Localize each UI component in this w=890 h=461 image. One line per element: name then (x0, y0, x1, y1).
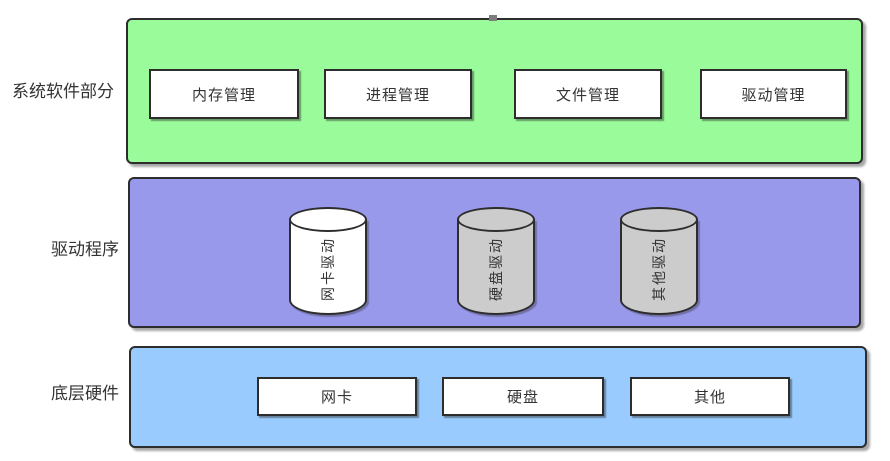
label-driver-program: 驱动程序 (51, 240, 119, 260)
cylinder-network-card-driver: 网卡驱动 (289, 207, 367, 315)
cylinder-top (457, 207, 535, 232)
label-underlying-hardware: 底层硬件 (51, 384, 119, 404)
box-hard-disk: 硬盘 (442, 377, 604, 416)
cylinder-hard-disk-driver: 硬盘驱动 (457, 207, 535, 315)
cylinder-label-wrap: 网卡驱动 (289, 223, 367, 315)
cylinder-body (457, 219, 535, 315)
cylinder-body (620, 219, 698, 315)
box-label: 其他 (693, 388, 726, 406)
box-driver-management: 驱动管理 (700, 69, 847, 119)
layer-underlying-hardware: 网卡 硬盘 其他 (129, 346, 867, 448)
layer-drivers: 网卡驱动 硬盘驱动 其他驱动 (128, 177, 861, 328)
cylinder-top (620, 207, 698, 232)
box-label: 网卡 (320, 388, 353, 406)
box-label: 硬盘 (506, 388, 539, 406)
connector-stub-icon (489, 15, 497, 21)
box-network-card: 网卡 (257, 377, 417, 416)
layer-system-software: 内存管理 进程管理 文件管理 驱动管理 (126, 15, 863, 164)
label-system-software-section: 系统软件部分 (12, 82, 114, 102)
box-label: 驱动管理 (741, 85, 806, 104)
box-label: 进程管理 (365, 85, 430, 104)
box-other: 其他 (630, 377, 790, 416)
box-memory-management: 内存管理 (149, 69, 299, 119)
cylinder-body (289, 219, 367, 315)
cylinder-other-driver: 其他驱动 (620, 207, 698, 315)
box-file-management: 文件管理 (514, 69, 662, 119)
box-label: 文件管理 (555, 85, 620, 104)
box-label: 内存管理 (191, 85, 256, 104)
cylinder-top (289, 207, 367, 232)
cylinder-label-wrap: 硬盘驱动 (457, 223, 535, 315)
cylinder-label: 硬盘驱动 (489, 237, 505, 301)
box-process-management: 进程管理 (324, 69, 472, 119)
cylinder-label: 网卡驱动 (321, 237, 337, 301)
cylinder-label-wrap: 其他驱动 (620, 223, 698, 315)
cylinder-label: 其他驱动 (652, 237, 668, 301)
